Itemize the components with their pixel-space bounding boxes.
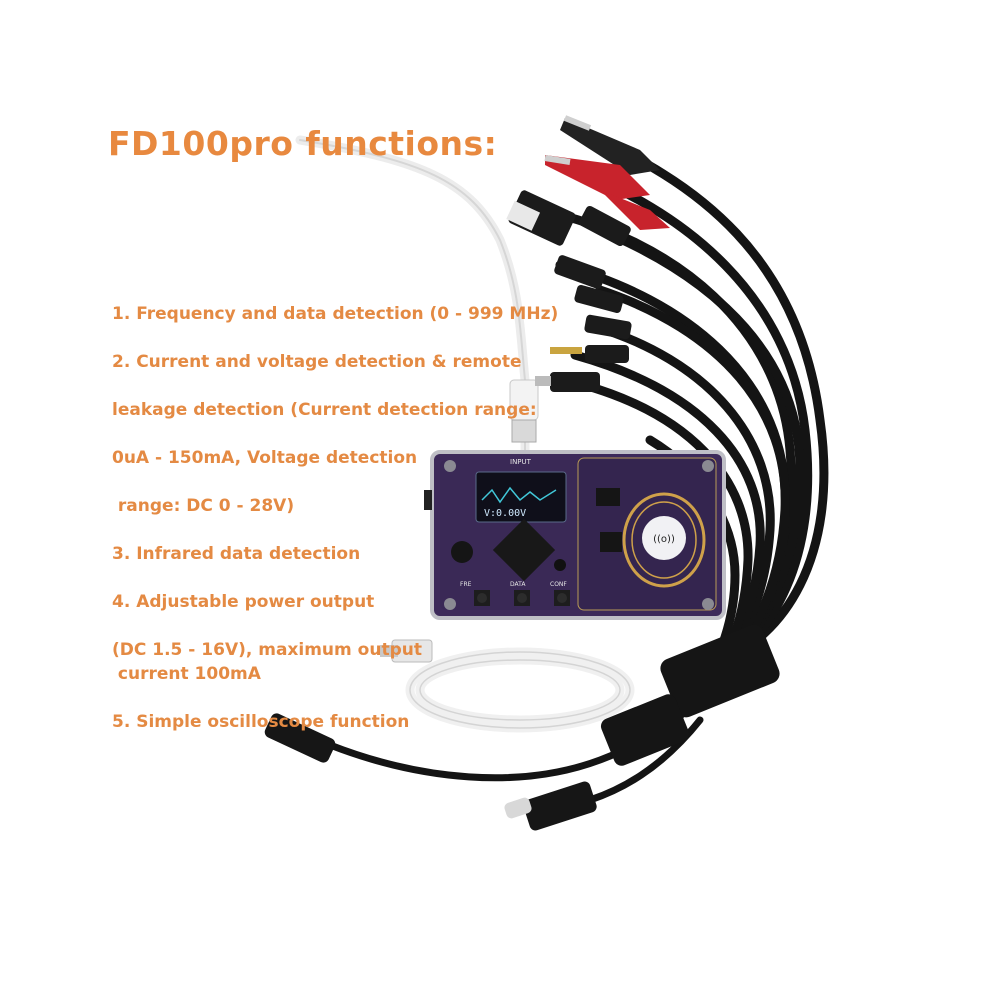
feature-line-4: 0uA - 150mA, Voltage detection	[112, 448, 418, 468]
input-label: INPUT	[510, 458, 532, 466]
screen-readout: V:0.00V	[484, 508, 526, 519]
mcu-chip	[492, 518, 556, 582]
button-label-conf: CONF	[550, 581, 567, 588]
feature-line-5: range: DC 0 - 28V)	[112, 496, 295, 516]
nfc-coil	[622, 492, 706, 588]
feature-line-2: 2. Current and voltage detection & remot…	[112, 352, 522, 372]
feature-line-1: 1. Frequency and data detection (0 - 999…	[112, 304, 559, 324]
connector-heads	[506, 190, 632, 392]
feature-line-10: 5. Simple oscilloscope function	[112, 712, 410, 732]
feature-line-3: leakage detection (Current detection ran…	[112, 400, 537, 420]
button-label-data: DATA	[510, 581, 526, 588]
cable-junction-box	[660, 624, 780, 718]
buzzer	[451, 541, 473, 563]
nfc-symbol: ((o))	[653, 534, 675, 545]
feature-line-7: 4. Adjustable power output	[112, 592, 375, 612]
button-label-fre: FRE	[460, 581, 472, 588]
page-title: FD100pro functions:	[108, 124, 498, 163]
alligator-clips	[544, 115, 670, 230]
device-board: V:0.00V INPUT ((o)) FRE DATA CONF	[424, 450, 726, 620]
feature-line-8: (DC 1.5 - 16V), maximum output	[112, 640, 422, 660]
board-buttons	[474, 590, 570, 606]
feature-line-6: 3. Infrared data detection	[112, 544, 361, 564]
feature-line-9: current 100mA	[112, 664, 261, 684]
cable-connector-box	[600, 694, 690, 766]
